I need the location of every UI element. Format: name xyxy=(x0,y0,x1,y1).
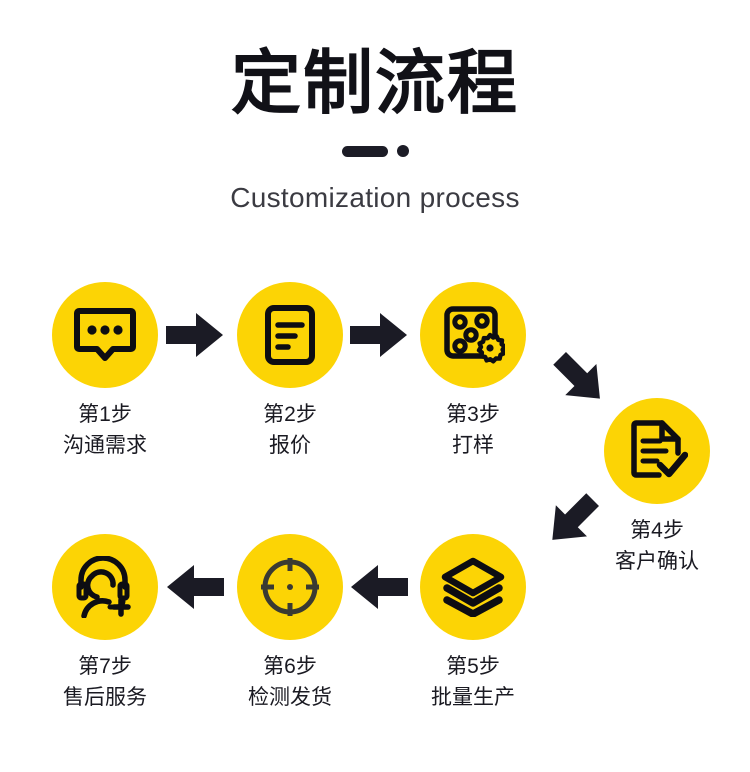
step-6-name: 检测发货 xyxy=(248,686,332,709)
step-5-label: 第5步 批量生产 xyxy=(383,651,563,713)
arrow-down-left-step4-to-step5 xyxy=(538,489,602,547)
crosshair-target-icon xyxy=(259,556,321,618)
step-2-label: 第2步 报价 xyxy=(200,399,380,461)
step-5-number: 第5步 xyxy=(446,655,500,678)
layers-stack-icon xyxy=(441,557,505,617)
document-check-icon xyxy=(626,419,688,483)
speech-bubble-icon xyxy=(74,307,136,363)
step-4-name: 客户确认 xyxy=(615,550,699,573)
divider-dot-icon xyxy=(396,145,409,157)
step-1-label: 第1步 沟通需求 xyxy=(15,399,195,461)
arrow-right-step1-to-step2 xyxy=(166,311,224,359)
page-title: 定制流程 xyxy=(231,44,519,122)
step-2-icon-circle xyxy=(237,282,343,388)
step-4-icon-circle xyxy=(604,398,710,504)
step-7-label: 第7步 售后服务 xyxy=(15,651,195,713)
step-node-1: 第1步 沟通需求 xyxy=(15,282,195,461)
step-3-icon-circle xyxy=(420,282,526,388)
step-node-7: 第7步 售后服务 xyxy=(15,534,195,713)
step-node-2: 第2步 报价 xyxy=(200,282,380,461)
header: 定制流程 Customization process xyxy=(0,0,750,215)
divider-bar-icon xyxy=(341,145,388,157)
step-7-icon-circle xyxy=(52,534,158,640)
step-node-6: 第6步 检测发货 xyxy=(200,534,380,713)
step-node-5: 第5步 批量生产 xyxy=(383,534,563,713)
step-1-number: 第1步 xyxy=(78,403,132,426)
step-1-name: 沟通需求 xyxy=(63,434,147,457)
step-5-icon-circle xyxy=(420,534,526,640)
step-node-3: 第3步 打样 xyxy=(383,282,563,461)
step-6-label: 第6步 检测发货 xyxy=(200,651,380,713)
step-3-number: 第3步 xyxy=(446,403,500,426)
step-2-name: 报价 xyxy=(269,434,311,457)
arrow-right-step2-to-step3 xyxy=(350,311,408,359)
title-divider xyxy=(0,144,750,158)
step-3-name: 打样 xyxy=(452,434,494,457)
step-1-icon-circle xyxy=(52,282,158,388)
step-3-label: 第3步 打样 xyxy=(383,399,563,461)
step-5-name: 批量生产 xyxy=(431,686,515,709)
step-7-name: 售后服务 xyxy=(63,686,147,709)
arrow-left-step5-to-step6 xyxy=(350,563,408,611)
step-7-number: 第7步 xyxy=(78,655,132,678)
step-4-label: 第4步 客户确认 xyxy=(567,515,747,577)
step-6-number: 第6步 xyxy=(263,655,317,678)
step-node-4: 第4步 客户确认 xyxy=(567,398,747,577)
arrow-down-right-step3-to-step4 xyxy=(546,352,610,410)
headset-support-icon xyxy=(72,556,138,618)
document-lines-icon xyxy=(264,304,316,366)
arrow-left-step6-to-step7 xyxy=(166,563,224,611)
step-4-number: 第4步 xyxy=(630,519,684,542)
step-6-icon-circle xyxy=(237,534,343,640)
step-2-number: 第2步 xyxy=(263,403,317,426)
page-subtitle: Customization process xyxy=(230,182,520,213)
sample-gear-icon xyxy=(441,304,505,366)
